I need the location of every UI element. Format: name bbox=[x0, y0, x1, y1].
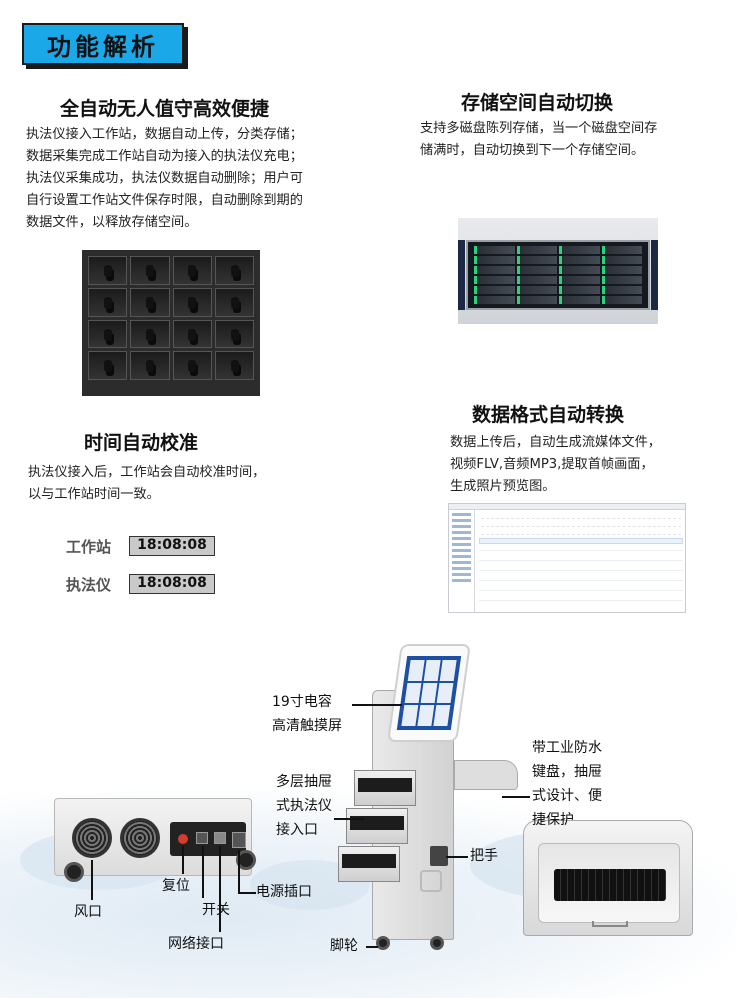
desc-line: 视频FLV,音频MP3,提取首帧画面， bbox=[450, 457, 654, 472]
wheel-icon bbox=[376, 936, 390, 950]
callout-network: 网络接口 bbox=[168, 936, 224, 952]
callout-keyboard: 带工业防水 键盘，抽屉 式设计、便 捷保护 bbox=[532, 736, 602, 832]
callout-wheel: 脚轮 bbox=[330, 938, 358, 954]
keyboard-icon bbox=[554, 869, 666, 901]
callout-line: 高清触摸屏 bbox=[272, 718, 342, 734]
desc-line: 数据文件，以释放存储空间。 bbox=[26, 215, 198, 230]
compartment bbox=[172, 351, 212, 380]
callout-fan: 风口 bbox=[74, 904, 102, 920]
wheel-icon bbox=[236, 850, 256, 870]
callout-line: 多层抽屉 bbox=[276, 774, 332, 790]
desc-line: 储满时，自动切换到下一个存储空间。 bbox=[420, 143, 645, 158]
compartment bbox=[214, 287, 254, 317]
callout-line: 带工业防水 bbox=[532, 740, 602, 756]
callout-drawer: 多层抽屉 式执法仪 接入口 bbox=[276, 770, 332, 842]
keyboard-drawer-photo bbox=[523, 820, 693, 936]
rack-ear bbox=[651, 240, 658, 310]
leader-line bbox=[352, 704, 402, 706]
desc-line: 支持多磁盘陈列存储，当一个磁盘空间存 bbox=[420, 121, 658, 136]
network-port-icon bbox=[214, 832, 226, 844]
compartment bbox=[172, 256, 212, 285]
wheel-icon bbox=[64, 862, 84, 882]
feature-auto-title: 全自动无人值守高效便捷 bbox=[60, 98, 270, 120]
rack-ear bbox=[458, 240, 465, 310]
compartment bbox=[214, 256, 254, 285]
feature-format-title: 数据格式自动转换 bbox=[472, 404, 625, 426]
leader-line bbox=[366, 946, 378, 948]
section-badge: 功能解析 bbox=[22, 23, 184, 65]
feature-storage-desc: 支持多磁盘陈列存储，当一个磁盘空间存 储满时，自动切换到下一个存储空间。 bbox=[420, 118, 720, 162]
workstation-time-label: 工作站 bbox=[66, 538, 112, 556]
feature-format-desc: 数据上传后，自动生成流媒体文件， 视频FLV,音频MP3,提取首帧画面， 生成照… bbox=[450, 432, 730, 498]
power-socket-icon bbox=[232, 832, 246, 848]
recorder-time-value: 18:08:08 bbox=[129, 574, 215, 594]
compartment bbox=[130, 319, 170, 349]
storage-server-photo bbox=[458, 218, 658, 324]
callout-line: 式执法仪 bbox=[276, 798, 332, 814]
app-titlebar bbox=[449, 504, 685, 510]
desc-line: 执法仪采集成功，执法仪数据自动删除；用户可 bbox=[26, 171, 303, 186]
fan-icon bbox=[72, 818, 112, 858]
compartment bbox=[172, 287, 212, 317]
desc-line: 以与工作站时间一致。 bbox=[28, 487, 160, 502]
switch-icon bbox=[196, 832, 208, 844]
compartment bbox=[130, 351, 170, 380]
touchscreen bbox=[387, 644, 471, 742]
compartment bbox=[214, 319, 254, 349]
recorder-time-label: 执法仪 bbox=[66, 576, 112, 594]
leader-line bbox=[334, 818, 364, 820]
leader-line bbox=[446, 856, 468, 858]
callout-line: 键盘，抽屉 bbox=[532, 764, 602, 780]
compartment bbox=[88, 256, 128, 285]
compartment bbox=[172, 319, 212, 349]
wheel-icon bbox=[430, 936, 444, 950]
logo-mark bbox=[420, 870, 442, 892]
feature-auto-desc: 执法仪接入工作站，数据自动上传，分类存储； 数据采集完成工作站自动为接入的执法仪… bbox=[26, 124, 366, 234]
drive-bays bbox=[466, 240, 650, 310]
workstation-time-value: 18:08:08 bbox=[129, 536, 215, 556]
leader-line bbox=[91, 860, 93, 900]
leader-line bbox=[238, 850, 240, 892]
compartment bbox=[130, 287, 170, 317]
table-header bbox=[479, 538, 683, 544]
touchscreen-display bbox=[396, 656, 462, 730]
callout-line: 捷保护 bbox=[532, 812, 574, 828]
handle-icon bbox=[430, 846, 448, 866]
callout-line: 式设计、便 bbox=[532, 788, 602, 804]
fan-icon bbox=[120, 818, 160, 858]
query-form bbox=[481, 514, 681, 535]
compartment bbox=[88, 319, 128, 349]
feature-time-desc: 执法仪接入后，工作站会自动校准时间， 以与工作站时间一致。 bbox=[28, 462, 348, 506]
desc-line: 生成照片预览图。 bbox=[450, 479, 556, 494]
feature-storage-title: 存储空间自动切换 bbox=[461, 92, 614, 114]
compartment bbox=[130, 256, 170, 285]
folder-tree bbox=[449, 510, 475, 612]
compartment bbox=[214, 351, 254, 380]
feature-time-title: 时间自动校准 bbox=[84, 432, 199, 454]
desc-line: 自行设置工作站文件保存时限，自动删除到期的 bbox=[26, 193, 303, 208]
callout-screen: 19寸电容 高清触摸屏 bbox=[272, 690, 342, 738]
compartment bbox=[88, 351, 128, 380]
software-screenshot bbox=[448, 503, 686, 613]
compartment bbox=[88, 287, 128, 317]
keyboard-desk bbox=[454, 760, 518, 790]
desc-line: 执法仪接入工作站，数据自动上传，分类存储； bbox=[26, 127, 303, 142]
leader-line bbox=[238, 892, 256, 894]
callout-line: 接入口 bbox=[276, 822, 318, 838]
leader-line bbox=[202, 846, 204, 898]
drawer-pull-icon bbox=[592, 921, 628, 927]
desc-line: 数据上传后，自动生成流媒体文件， bbox=[450, 435, 661, 450]
callout-switch: 开关 bbox=[202, 902, 230, 918]
callout-power: 电源插口 bbox=[256, 884, 312, 900]
leader-line bbox=[502, 796, 530, 798]
desc-line: 数据采集完成工作站自动为接入的执法仪充电； bbox=[26, 149, 303, 164]
desc-line: 执法仪接入后，工作站会自动校准时间， bbox=[28, 465, 266, 480]
callout-handle: 把手 bbox=[470, 848, 498, 864]
leader-line bbox=[219, 846, 221, 932]
callout-reset: 复位 bbox=[162, 878, 190, 894]
leader-line bbox=[182, 846, 184, 874]
callout-line: 19寸电容 bbox=[272, 694, 332, 710]
reset-button-icon bbox=[178, 834, 188, 844]
charging-cabinet-photo bbox=[82, 250, 260, 396]
